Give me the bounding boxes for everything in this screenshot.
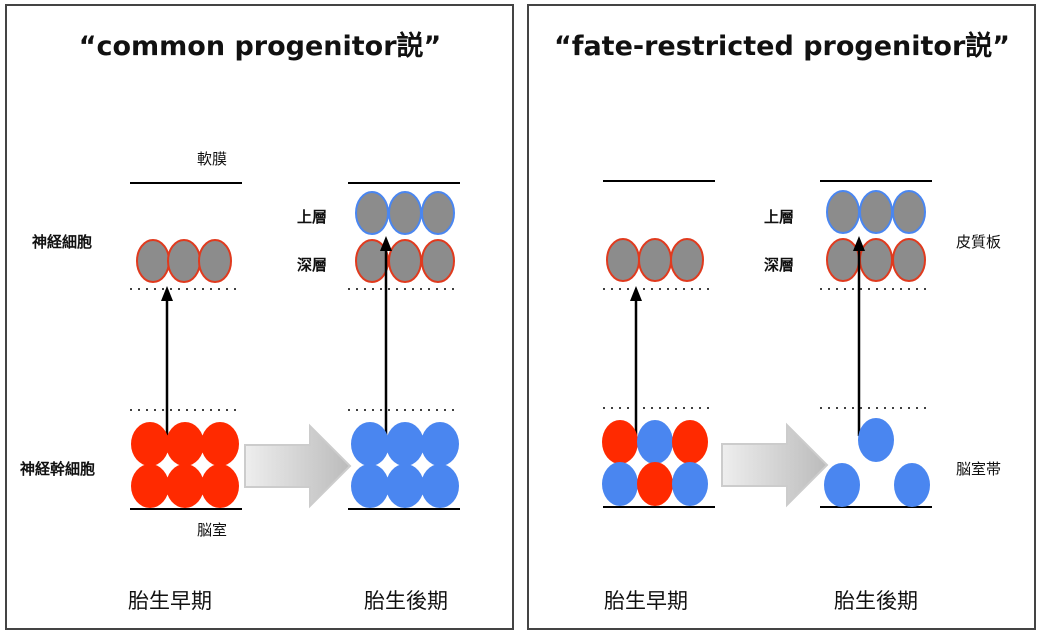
progenitor-cell [672, 462, 708, 506]
deep-neuron [606, 238, 640, 282]
upper-neurons-late [826, 190, 926, 234]
deep-neuron [670, 238, 704, 282]
upper-neuron [421, 191, 455, 235]
deep-neuron [421, 239, 455, 283]
panel-common-progenitor: “common progenitor説” 軟膜 神経細胞 神経幹細胞 脳室 上層… [5, 4, 514, 630]
arrow-up-icon [853, 236, 865, 251]
deep-neurons-late [826, 238, 926, 282]
deep-neuron [198, 239, 232, 283]
deep-neuron [167, 239, 201, 283]
progenitor-cell [201, 464, 239, 508]
stage-label-late: 胎生後期 [834, 589, 918, 613]
upper-layer-label: 上層 [297, 208, 327, 226]
arrow-up-icon [380, 236, 392, 251]
lineage-arrow-early [630, 286, 642, 440]
progenitor-cell [894, 463, 930, 507]
progenitor-cell [166, 464, 204, 508]
progenitor-cell [351, 422, 389, 466]
deep-neuron [136, 239, 170, 283]
progenitor-cell [386, 422, 424, 466]
block-arrow-right-icon [244, 423, 352, 509]
deep-neuron [826, 238, 860, 282]
deep-neuron [638, 238, 672, 282]
ventricular-zone-label: 脳室帯 [956, 460, 1001, 478]
progenitor-cell [131, 464, 169, 508]
progenitors-late [824, 418, 930, 507]
upper-neuron [859, 190, 893, 234]
progenitor-cell [131, 422, 169, 466]
panel-frame [527, 4, 1036, 630]
upper-neuron [355, 191, 389, 235]
upper-neurons-late [355, 191, 455, 235]
panel-fate-restricted-progenitor: “fate-restricted progenitor説” 上層 深層 皮質板 … [527, 4, 1036, 630]
ventricle-label: 脳室 [197, 521, 227, 539]
deep-neurons-late [355, 239, 455, 283]
pia-label: 軟膜 [197, 150, 227, 168]
progenitor-cell [351, 464, 389, 508]
upper-layer-label: 上層 [764, 208, 794, 226]
deep-neurons-early [606, 238, 704, 282]
lineage-arrow-late [853, 236, 865, 436]
progenitor-cell [421, 464, 459, 508]
lineage-arrow-late [380, 236, 392, 440]
deep-layer-label: 深層 [297, 256, 327, 274]
progenitor-cell [386, 464, 424, 508]
deep-neuron [388, 239, 422, 283]
progenitor-cell [602, 420, 638, 464]
panel-frame [5, 4, 514, 630]
upper-neuron [892, 190, 926, 234]
deep-neuron [859, 238, 893, 282]
progenitor-cell [421, 422, 459, 466]
progenitors-late [351, 422, 459, 508]
progenitor-cell [672, 420, 708, 464]
panel-title: “fate-restricted progenitor説” [554, 30, 1010, 62]
arrow-up-icon [161, 286, 173, 301]
deep-neurons-early [136, 239, 232, 283]
stage-label-early: 胎生早期 [128, 589, 212, 613]
neurons-label: 神経細胞 [32, 233, 92, 251]
progenitor-cell [166, 422, 204, 466]
progenitor-cell [201, 422, 239, 466]
progenitor-cell [858, 418, 894, 462]
deep-layer-label: 深層 [764, 256, 794, 274]
upper-neuron [388, 191, 422, 235]
block-arrow-right-icon [721, 422, 829, 508]
stage-label-early: 胎生早期 [604, 589, 688, 613]
progenitor-cell [824, 463, 860, 507]
arrow-up-icon [630, 286, 642, 301]
deep-neuron [892, 238, 926, 282]
progenitors-early [131, 422, 239, 508]
stem-cells-label: 神経幹細胞 [20, 460, 95, 478]
progenitor-cell [602, 462, 638, 506]
progenitor-cell [637, 420, 673, 464]
upper-neuron [826, 190, 860, 234]
panel-title: “common progenitor説” [79, 30, 442, 62]
lineage-arrow-early [161, 286, 173, 440]
progenitor-cell [637, 462, 673, 506]
cortical-plate-label: 皮質板 [956, 233, 1001, 251]
stage-label-late: 胎生後期 [364, 589, 448, 613]
progenitors-early [602, 420, 708, 506]
